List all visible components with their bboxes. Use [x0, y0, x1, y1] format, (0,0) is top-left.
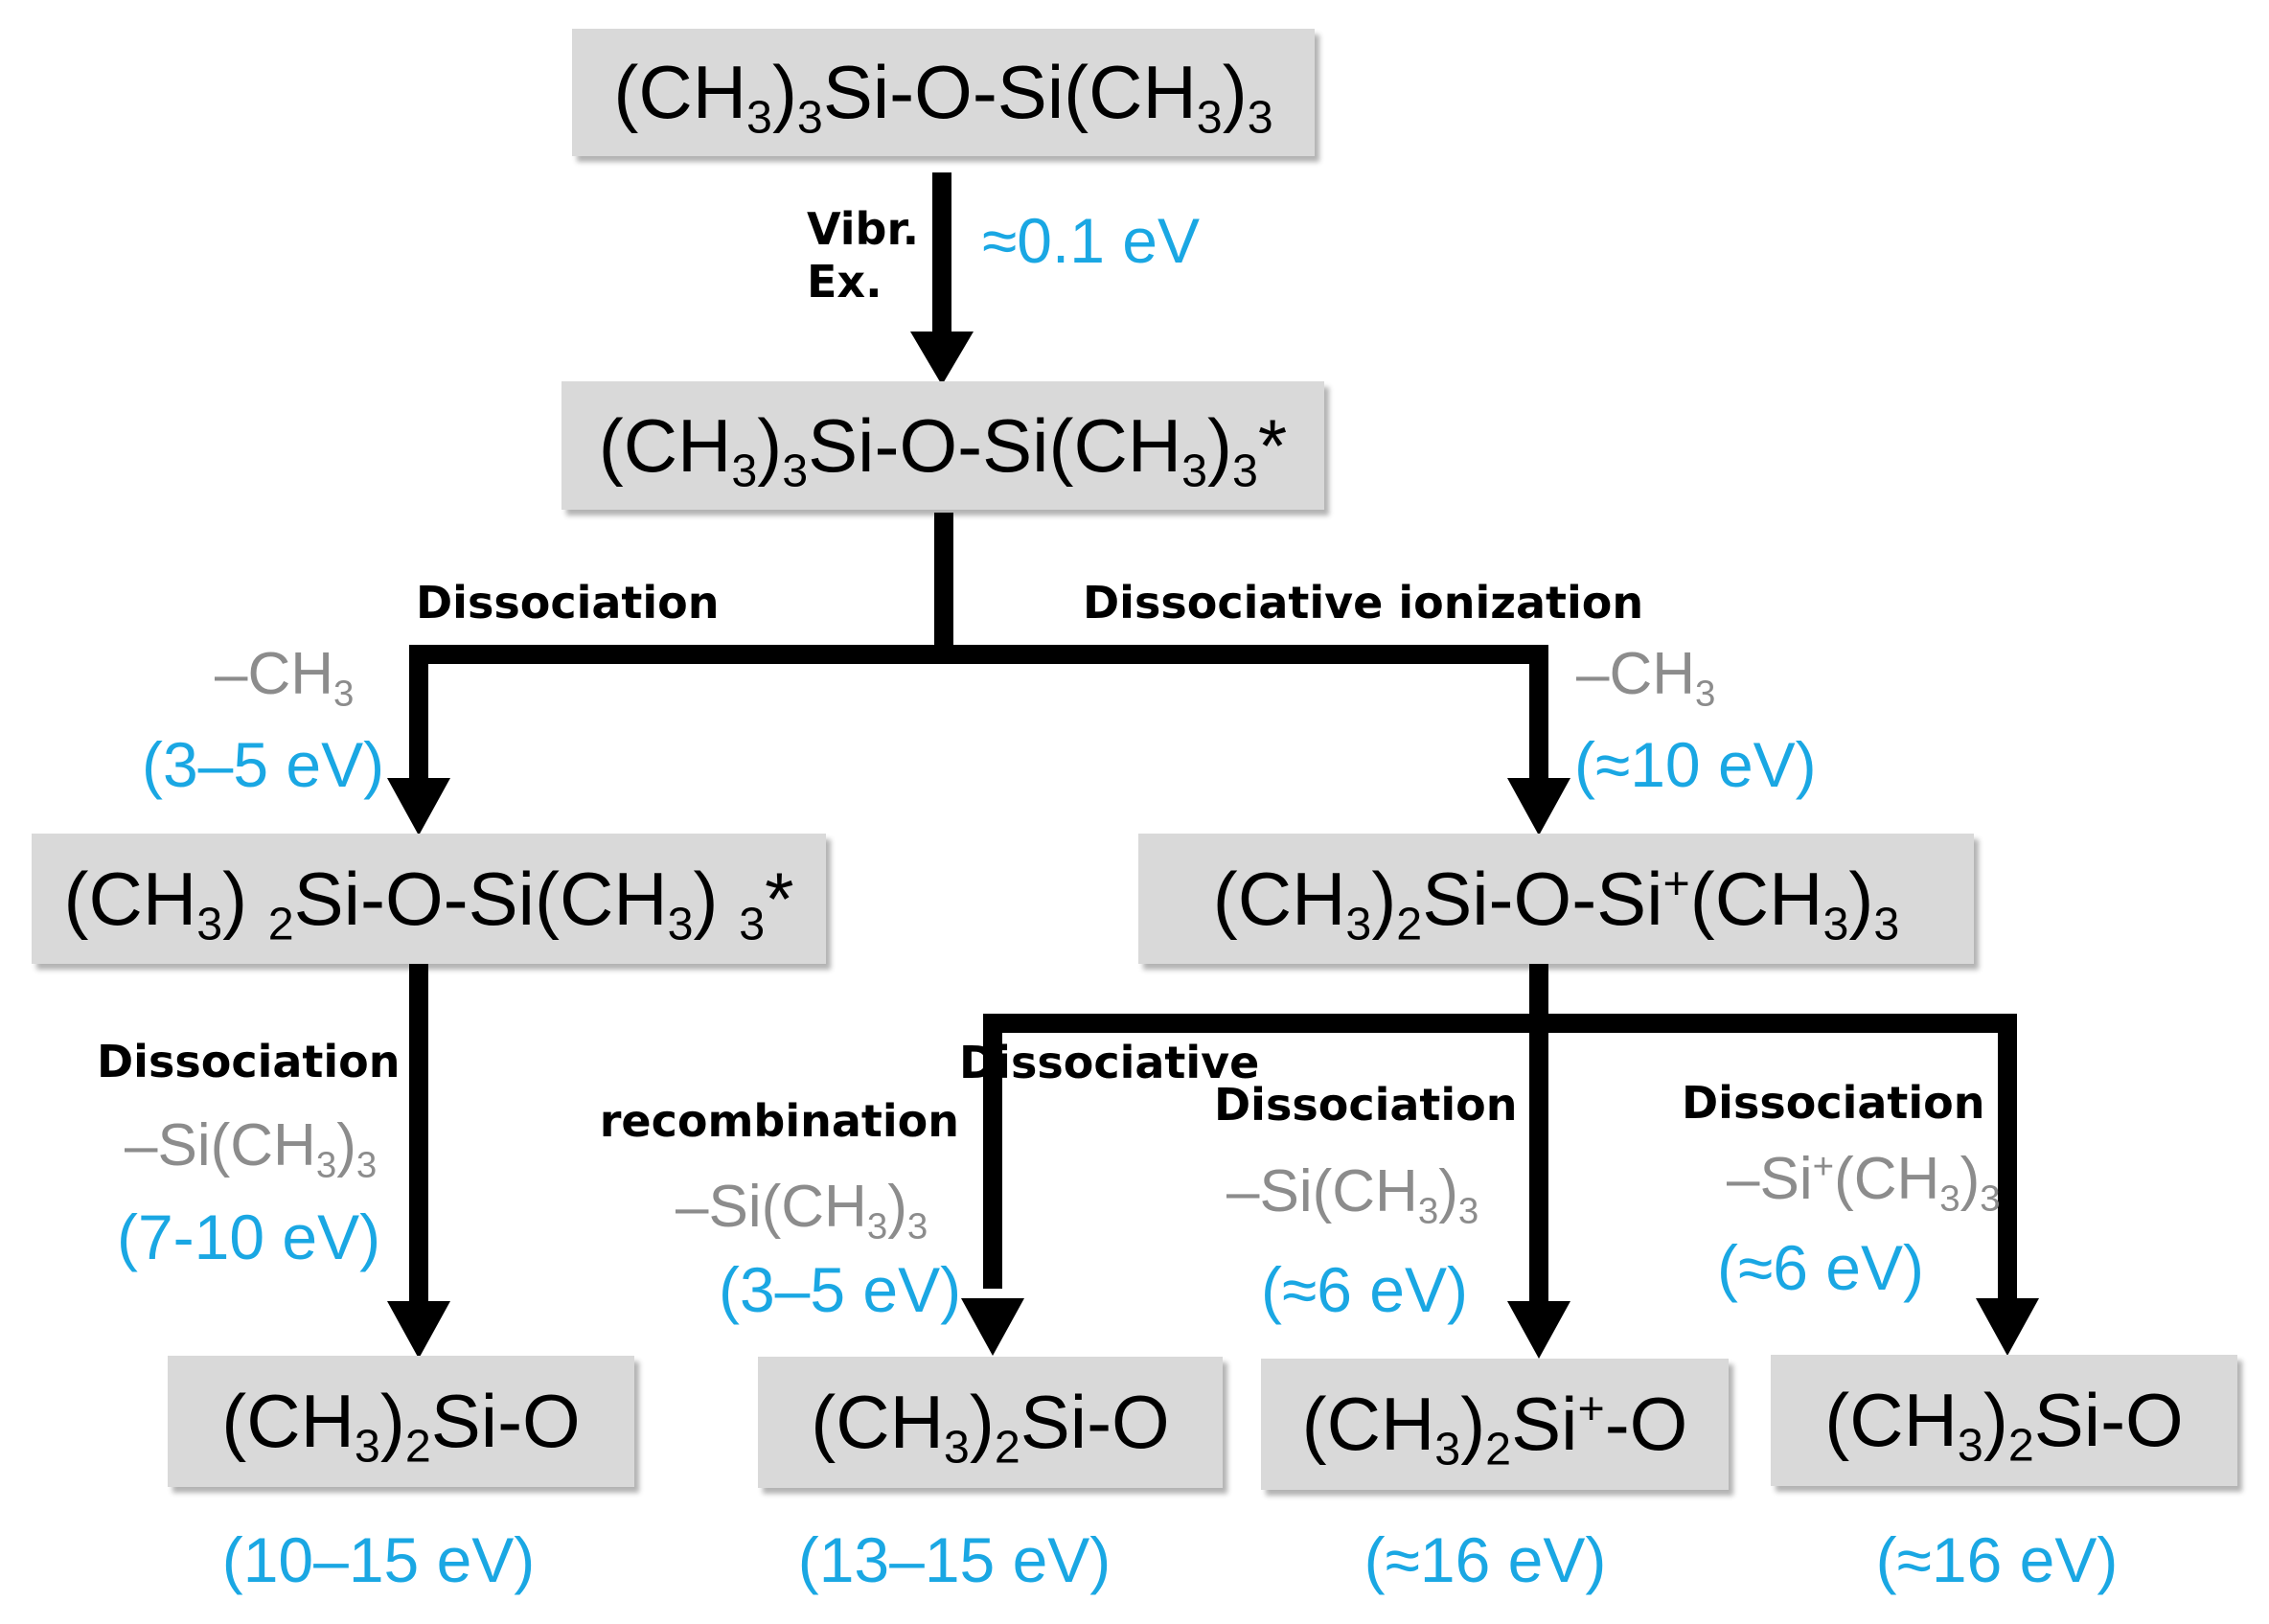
process-label-recomb-line2: recombination — [599, 1095, 959, 1147]
energy-final-4: (≈16 eV) — [1875, 1524, 2119, 1595]
product-box-3: (CH3)2Si+-O — [1261, 1359, 1729, 1490]
fragment-ch3-left: –CH3 — [215, 641, 355, 715]
process-label-dissociation-mid: Dissociation — [1214, 1079, 1518, 1131]
molecule-formula: (CH3)2Si-O-Si+(CH3)3 — [1212, 856, 1900, 949]
energy-diss-mid: (≈6 eV) — [1261, 1254, 1468, 1325]
energy-diss-left: (7-10 eV) — [117, 1201, 381, 1272]
molecule-formula: (CH3)3Si-O-Si(CH3)3* — [598, 402, 1288, 496]
fragment-ch3-right: –CH3 — [1576, 641, 1716, 715]
product-box-2: (CH3)2Si-O — [758, 1357, 1223, 1488]
molecule-formula: (CH3) 2Si-O-Si(CH3) 3* — [63, 856, 794, 949]
energy-diss-right: (≈6 eV) — [1717, 1232, 1924, 1303]
molecule-box-demethylated-ion: (CH3)2Si-O-Si+(CH3)3 — [1138, 834, 1974, 964]
molecule-box-hmdso-excited: (CH3)3Si-O-Si(CH3)3* — [562, 381, 1324, 510]
molecule-formula: (CH3)2Si-O — [811, 1380, 1170, 1474]
product-box-4: (CH3)2Si-O — [1771, 1355, 2237, 1486]
energy-vibr: ≈0.1 eV — [982, 205, 1201, 276]
product-box-1: (CH3)2Si-O — [168, 1356, 634, 1487]
energy-final-1: (10–15 eV) — [221, 1524, 536, 1595]
molecule-formula: (CH3)3Si-O-Si(CH3)3 — [613, 50, 1273, 144]
fragment-sich3-mid: –Si(CH3)3 — [1226, 1158, 1479, 1232]
process-label-dissociation-left: Dissociation — [97, 1036, 401, 1087]
molecule-formula: (CH3)2Si+-O — [1301, 1382, 1688, 1475]
process-label-dissociation-top: Dissociation — [416, 577, 720, 629]
molecule-box-demethylated-excited: (CH3) 2Si-O-Si(CH3) 3* — [32, 834, 826, 964]
energy-final-3: (≈16 eV) — [1364, 1524, 1607, 1595]
fragment-sich3-recomb: –Si(CH3)3 — [676, 1174, 928, 1247]
process-label-dissociative-ionization: Dissociative ionization — [1083, 577, 1644, 629]
process-label-dissociative-recombination: Dissociative — [959, 1037, 1260, 1088]
molecule-box-hmdso: (CH3)3Si-O-Si(CH3)3 — [572, 29, 1315, 156]
molecule-formula: (CH3)2Si-O — [221, 1379, 581, 1473]
fragment-sich3-left: –Si(CH3)3 — [125, 1112, 378, 1186]
energy-diss-top: (3–5 eV) — [142, 729, 385, 800]
energy-final-2: (13–15 eV) — [797, 1524, 1112, 1595]
fragment-siplus-right: –Si+(CH3)3 — [1727, 1145, 2001, 1213]
process-label-vibr: Vibr.Ex. — [807, 203, 920, 309]
energy-ion-top: (≈10 eV) — [1574, 729, 1817, 800]
molecule-formula: (CH3)2Si-O — [1824, 1378, 2184, 1472]
process-label-dissociation-right: Dissociation — [1682, 1077, 1985, 1129]
energy-recomb: (3–5 eV) — [719, 1254, 962, 1325]
